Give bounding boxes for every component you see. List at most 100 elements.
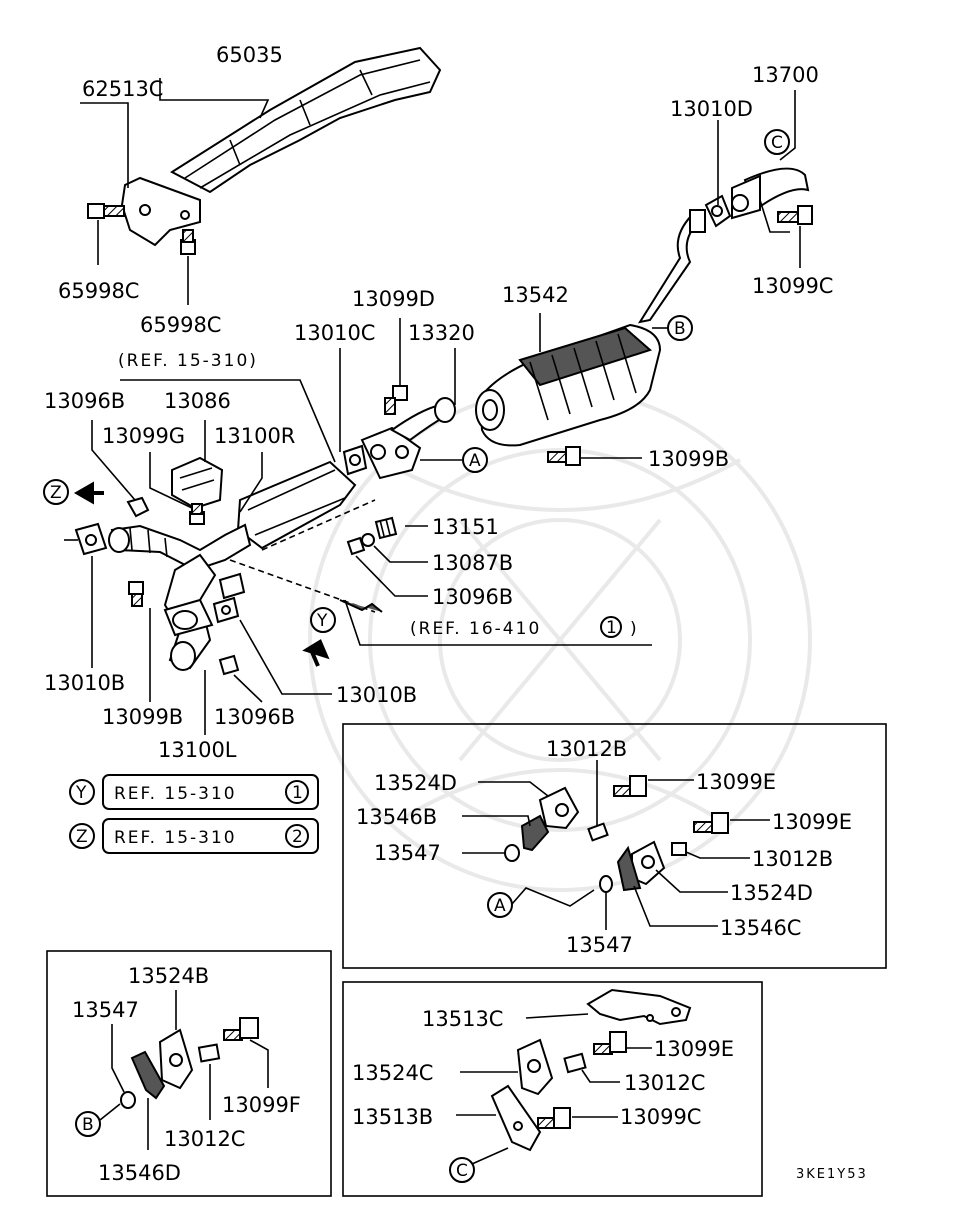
label-13700: 13700 bbox=[752, 63, 819, 87]
bracket-13546D bbox=[130, 1050, 166, 1100]
diagram-code: 3KE1Y53 bbox=[796, 1167, 868, 1182]
bracket-13546B bbox=[520, 814, 550, 852]
ref-16-410: (REF. 16-410 bbox=[410, 619, 541, 639]
heat-insulator-13086 bbox=[171, 456, 224, 510]
callout-circle-C bbox=[764, 129, 790, 155]
callout-B-main: B bbox=[674, 319, 688, 339]
leader-13096B-bottom bbox=[233, 674, 263, 703]
grommet-13547-a bbox=[504, 844, 520, 862]
label-13010B-right: 13010B bbox=[336, 683, 417, 707]
label-65035: 65035 bbox=[216, 43, 283, 67]
label-13096B-mid: 13096B bbox=[432, 585, 513, 609]
bracket-13546C bbox=[616, 845, 642, 892]
bolt-13099C-top bbox=[777, 205, 813, 225]
bracket-62513C bbox=[120, 176, 201, 247]
hanger-13524D-a bbox=[538, 786, 580, 830]
hanger-13524B bbox=[158, 1028, 194, 1090]
grommet-13547-box2 bbox=[120, 1091, 136, 1109]
arrow-Z bbox=[73, 481, 104, 505]
leader-13099C-top bbox=[759, 199, 790, 233]
collar-13012C-box2 bbox=[197, 1043, 221, 1063]
legend-Y-ref: REF. 15-310 bbox=[114, 784, 237, 804]
callout-Z-legend: Z bbox=[76, 827, 90, 847]
label-box1-13524D-a: 13524D bbox=[374, 771, 457, 795]
callout-A-box1: A bbox=[494, 896, 508, 916]
hanger-13524C bbox=[516, 1038, 554, 1096]
detail-box-C bbox=[342, 981, 763, 1197]
spring-13151 bbox=[374, 516, 398, 540]
label-13010B-left: 13010B bbox=[44, 671, 125, 695]
label-box1-13546C: 13546C bbox=[720, 916, 801, 940]
callout-circle-A bbox=[462, 447, 488, 473]
bolt-65998C-a bbox=[87, 203, 125, 219]
tail-pipe-13700 bbox=[731, 167, 810, 220]
gasket-13010C bbox=[342, 444, 368, 476]
leader-ref-16-410 bbox=[344, 599, 652, 646]
bolt-13099B-right bbox=[547, 446, 581, 466]
label-13010C: 13010C bbox=[294, 321, 375, 345]
legend-circle-Z bbox=[69, 823, 95, 849]
leader-box2-13099F bbox=[249, 1039, 269, 1088]
callout-Y-legend: Y bbox=[75, 783, 88, 803]
leader-box3-13513C bbox=[525, 1013, 589, 1019]
legend-num-circle-Y bbox=[285, 780, 309, 804]
collar-13012C-box3 bbox=[563, 1052, 587, 1074]
callout-circle-A-box1 bbox=[487, 892, 513, 918]
label-13010D: 13010D bbox=[670, 97, 753, 121]
callout-C-box3: C bbox=[456, 1161, 470, 1181]
label-box1-13099E-a: 13099E bbox=[696, 770, 776, 794]
leader-box3-13012C bbox=[581, 1069, 620, 1083]
bolt-13099F bbox=[223, 1017, 259, 1041]
nut-13096B-bottom bbox=[218, 654, 240, 676]
legend-Y-num: 1 bbox=[292, 783, 305, 803]
label-13099B-right: 13099B bbox=[648, 447, 729, 471]
hanger-13524D-b bbox=[631, 840, 666, 886]
label-65998C-b: 65998C bbox=[140, 313, 221, 337]
leader-box3-C bbox=[471, 1147, 509, 1165]
part-labels: 65035 62513C 65998C 65998C 13700 13010D … bbox=[44, 43, 852, 1185]
legend-circle-Y bbox=[69, 779, 95, 805]
bolt-13099G bbox=[189, 503, 205, 525]
label-box2-13524B: 13524B bbox=[128, 964, 209, 988]
bolt-13099E-box3 bbox=[593, 1031, 627, 1055]
bolt-13099E-b bbox=[693, 812, 729, 834]
legend-Z-num: 2 bbox=[292, 827, 305, 847]
bolt-13099D bbox=[384, 385, 408, 415]
legend-box-Y bbox=[102, 774, 319, 810]
arrow-Y bbox=[302, 639, 330, 667]
label-box1-13012B-a: 13012B bbox=[546, 737, 627, 761]
label-box3-13099C: 13099C bbox=[620, 1105, 701, 1129]
bolt-13099C-box3 bbox=[537, 1107, 571, 1129]
sensor-ref-16-410 bbox=[339, 599, 383, 613]
bracket-13513C bbox=[586, 988, 692, 1026]
washer-13087B bbox=[361, 533, 375, 547]
leader-13010B-right bbox=[239, 619, 332, 695]
heat-shield-65035 bbox=[170, 46, 442, 194]
label-13100R: 13100R bbox=[214, 424, 295, 448]
detail-box-A bbox=[342, 723, 887, 969]
leader-13100R bbox=[239, 452, 263, 513]
leader-ref-15-310 bbox=[120, 379, 336, 463]
callout-circle-B bbox=[667, 315, 693, 341]
leader-13096B-mid bbox=[355, 555, 428, 597]
legend-box-Z bbox=[102, 818, 319, 854]
callout-B-box2: B bbox=[82, 1115, 96, 1135]
label-box1-13099E-b: 13099E bbox=[772, 810, 852, 834]
label-65998C-a: 65998C bbox=[58, 279, 139, 303]
label-13099G: 13099G bbox=[102, 424, 185, 448]
leader-box2-B bbox=[99, 1103, 121, 1121]
label-box2-13547: 13547 bbox=[72, 998, 139, 1022]
bolt-13099B-bottom bbox=[128, 581, 144, 607]
leader-box1-13524D-a bbox=[478, 781, 549, 797]
collar-13012B-b bbox=[671, 842, 687, 856]
leader-box1-13012B-b bbox=[685, 851, 750, 859]
grommet-13547-b bbox=[599, 875, 613, 893]
bracket-13513B bbox=[490, 1084, 542, 1152]
callout-circle-Y bbox=[310, 607, 336, 633]
ref-labels: (REF. 15-310) (REF. 16-410 1 ) REF. 15-3… bbox=[114, 351, 637, 848]
callout-circle-Z bbox=[43, 479, 69, 505]
label-box2-13012C: 13012C bbox=[164, 1127, 245, 1151]
label-13151: 13151 bbox=[432, 515, 499, 539]
callout-Y-main: Y bbox=[316, 611, 329, 631]
